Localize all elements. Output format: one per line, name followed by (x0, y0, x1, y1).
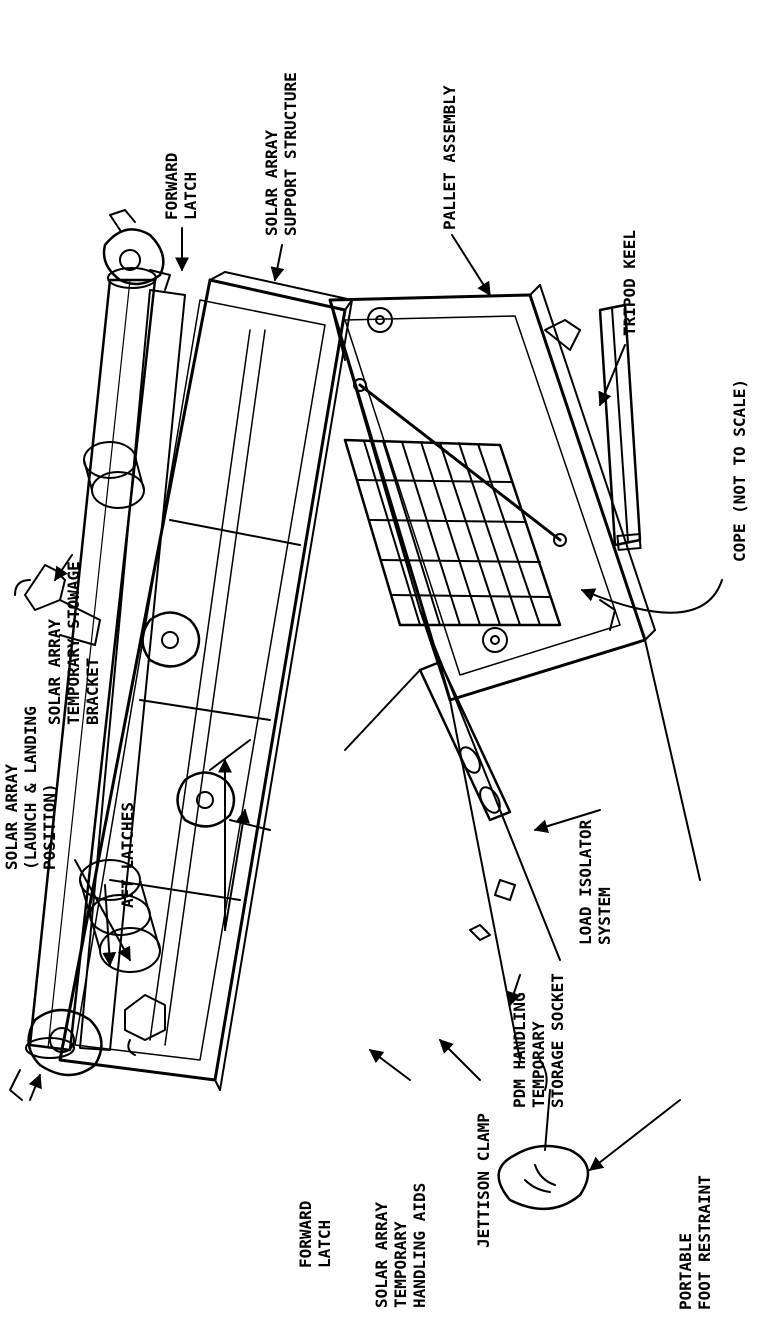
foot-restraint-drawing (497, 1059, 590, 1211)
label-solar-array-handling-aids: SOLAR ARRAY TEMPORARY HANDLING AIDS (372, 1182, 429, 1308)
pdm-socket-drawing (469, 879, 516, 941)
forward-latch-bottom-drawing (9, 1008, 103, 1101)
launch-bracket-drawing (124, 994, 166, 1056)
support-structure (58, 271, 353, 1091)
label-load-isolator-system: LOAD ISOLATOR SYSTEM (576, 819, 614, 945)
label-aft-latches: AFT LATCHES (118, 802, 137, 908)
cope-drawing (343, 378, 567, 627)
label-forward-latch-top: FORWARD LATCH (162, 152, 200, 220)
leader-arrows (28, 227, 723, 1171)
load-isolator-drawing (329, 299, 512, 822)
label-solar-array-support-structure: SOLAR ARRAY SUPPORT STRUCTURE (262, 72, 300, 236)
jettison-clamp-drawing (79, 441, 161, 973)
label-pdm-handling-socket: PDM HANDLING TEMPORARY STORAGE SOCKET (510, 973, 567, 1108)
label-pallet-assembly: PALLET ASSEMBLY (440, 85, 459, 231)
pallet-assembly-drawing (328, 284, 701, 1061)
label-jettison-clamp: JETTISON CLAMP (474, 1113, 493, 1248)
label-solar-array-stowage-bracket: SOLAR ARRAY TEMPORARY STOWAGE BRACKET (45, 561, 102, 725)
label-solar-array-launch: SOLAR ARRAY (LAUNCH & LANDING POSITION) (2, 706, 59, 870)
label-forward-latch-bottom: FORWARD LATCH (296, 1200, 334, 1268)
label-cope: COPE (NOT TO SCALE) (730, 378, 749, 562)
forward-latch-top-drawing (102, 209, 171, 291)
label-tripod-keel: TRIPOD KEEL (620, 230, 639, 336)
label-portable-foot-restraint: PORTABLE FOOT RESTRAINT (676, 1175, 714, 1310)
tripod-keel-drawing (598, 303, 642, 551)
